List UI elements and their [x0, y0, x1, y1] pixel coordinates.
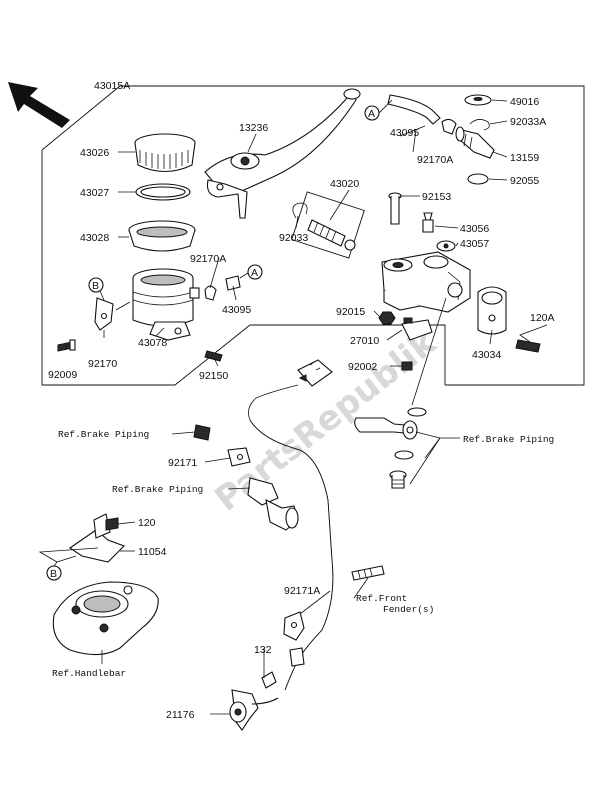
label-120A: 120A [530, 312, 555, 324]
label-27010: 27010 [350, 335, 379, 347]
svg-text:A: A [251, 267, 258, 279]
label-21176: 21176 [166, 709, 195, 721]
label-92171: 92171 [168, 457, 197, 469]
label-92015: 92015 [336, 306, 365, 318]
hose-fitting-brake-left [247, 477, 299, 531]
ref-handlebar: Ref.Handlebar [52, 668, 126, 679]
label-43078: 43078 [138, 337, 167, 349]
reservoir-hose-left [225, 275, 241, 291]
callout-a-top: A [364, 99, 393, 121]
o-ring-92055 [467, 173, 489, 185]
pivot-bolt-92153 [388, 192, 402, 225]
screw-near-92171 [193, 424, 211, 441]
circlip-92033A [469, 119, 490, 131]
bleeder-valve-43056 [422, 212, 434, 233]
brake-lever [204, 88, 361, 219]
reservoir-hose-top [387, 94, 441, 125]
switch-wire [248, 384, 299, 421]
cable-guide [289, 647, 305, 667]
label-13236: 13236 [239, 122, 268, 134]
reservoir-bracket [94, 297, 114, 331]
svg-text:B: B [50, 568, 57, 580]
reservoir-cap [134, 133, 196, 173]
direction-arrow-icon [8, 82, 70, 128]
label-43020: 43020 [330, 178, 359, 190]
svg-text:A: A [368, 108, 375, 120]
label-92033: 92033 [279, 232, 308, 244]
reservoir-tank [132, 268, 200, 341]
label-92153: 92153 [422, 191, 451, 203]
label-92170: 92170 [88, 358, 117, 370]
label-92009: 92009 [48, 369, 77, 381]
label-43028: 43028 [80, 232, 109, 244]
svg-text:B: B [92, 280, 99, 292]
callout-b-bottom: B [46, 561, 62, 581]
part-labels: 43015A 43026 43027 43028 92170A 43095 43… [48, 80, 555, 721]
label-43056: 43056 [460, 223, 489, 235]
pivot-bolt-92015 [378, 311, 396, 325]
hose-clamp-top [441, 118, 457, 135]
label-11054: 11054 [138, 546, 167, 558]
reference-labels: Ref.Brake Piping Ref.Brake Piping Ref.Br… [52, 429, 554, 679]
hose-clip-92171 [227, 447, 251, 467]
banjo-bolt [389, 470, 407, 489]
switch-screw-92002 [401, 361, 413, 371]
wheel-sensor-21176 [229, 689, 279, 731]
bracket-screw [57, 339, 76, 352]
label-49016: 49016 [510, 96, 539, 108]
reservoir-diaphragm [128, 220, 196, 252]
piston-kit-box [291, 191, 365, 259]
handlebar-holder [52, 581, 159, 656]
fender-bolt [351, 565, 385, 581]
circlip-92033 [292, 202, 308, 219]
copper-washer-upper [407, 407, 427, 417]
brake-hose-fitting-right [354, 417, 418, 440]
label-43026: 43026 [80, 147, 109, 159]
clamp-bolt-120A [515, 339, 541, 353]
label-43027: 43027 [80, 187, 109, 199]
label-132: 132 [254, 644, 272, 656]
callout-a-left: A [239, 264, 263, 280]
label-92170A-left: 92170A [190, 253, 226, 265]
label-92150: 92150 [199, 370, 228, 382]
label-43015A: 43015A [94, 80, 130, 92]
ref-brake-piping-left: Ref.Brake Piping [58, 429, 149, 440]
label-43034: 43034 [472, 349, 501, 361]
hose-fitting-13159 [455, 126, 495, 159]
ref-front-fender-line2: Fender(s) [383, 604, 434, 615]
assembly-frame [41, 85, 585, 386]
label-92171A: 92171A [284, 585, 320, 597]
label-92170A-top: 92170A [417, 154, 453, 166]
ref-brake-piping-mid: Ref.Brake Piping [112, 484, 203, 495]
ref-brake-piping-right: Ref.Brake Piping [463, 434, 554, 445]
cap-49016 [464, 94, 492, 106]
master-cylinder-body [381, 251, 471, 313]
bracket-screw-120 [105, 517, 119, 531]
switch-connector [297, 359, 333, 387]
label-43095-top: 43095 [390, 127, 419, 139]
label-120: 120 [138, 517, 156, 529]
cable-clip-92171A [283, 611, 305, 641]
label-92002: 92002 [348, 361, 377, 373]
reservoir-screw [204, 350, 223, 362]
reservoir-diaphragm-plate [135, 183, 191, 201]
piston-kit [307, 219, 356, 251]
copper-washer-lower [394, 450, 414, 460]
leader-lines [38, 99, 548, 715]
label-43095-left: 43095 [222, 304, 251, 316]
ref-front-fender-line1: Ref.Front [356, 593, 407, 604]
hose-clamp-left [204, 285, 217, 301]
grommet-132 [261, 671, 277, 689]
brake-light-switch [401, 317, 433, 341]
label-92055: 92055 [510, 175, 539, 187]
label-92033A: 92033A [510, 116, 546, 128]
label-43057: 43057 [460, 238, 489, 250]
label-13159: 13159 [510, 152, 539, 164]
handlebar-clamp-43034 [477, 286, 507, 335]
bleeder-cap-43057 [436, 240, 456, 252]
callout-b-top: B [88, 277, 105, 301]
